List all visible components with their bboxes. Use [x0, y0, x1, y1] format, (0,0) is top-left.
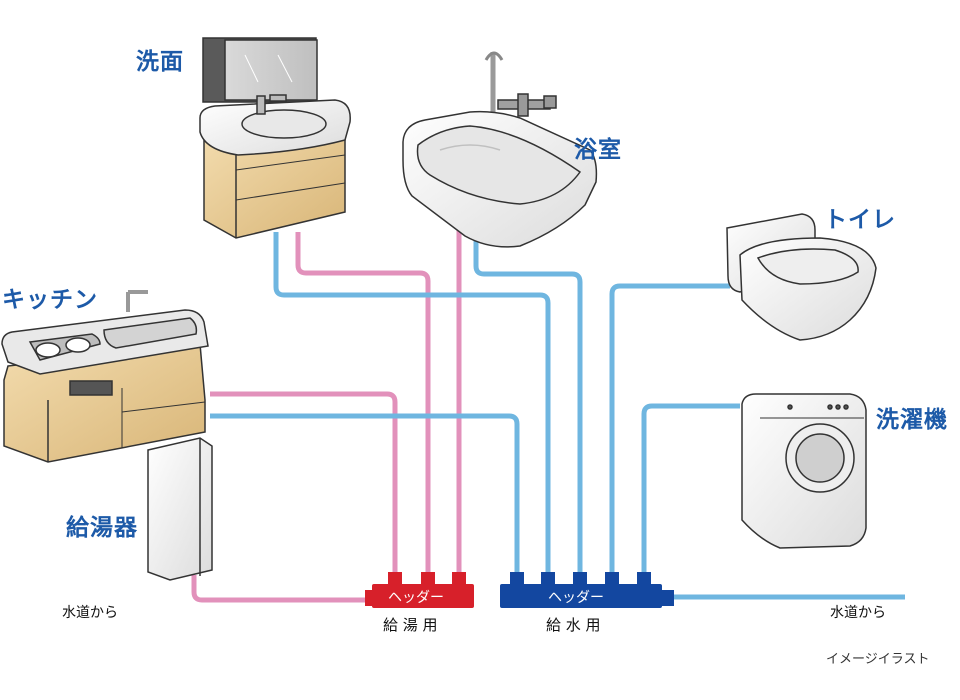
cold-pipe-bathroom — [473, 220, 583, 575]
toilet-illustration — [726, 213, 877, 341]
hot-pipe-kitchen — [210, 391, 398, 575]
bathtub-illustration — [402, 51, 598, 248]
cold-header-label: ヘッダー — [548, 590, 604, 606]
cold-pipe-toilet — [609, 283, 730, 575]
washing-machine-label: 洗濯機 — [876, 407, 948, 433]
hot-pipes — [191, 220, 462, 603]
washbasin-illustration — [199, 37, 351, 239]
cold-header-caption: 給 水 用 — [546, 616, 601, 634]
cold-pipe-kitchen — [210, 413, 520, 575]
cold-pipe-washer — [641, 403, 740, 575]
hot-header-caption: 給 湯 用 — [383, 616, 438, 634]
kitchen-illustration — [1, 290, 209, 463]
kitchen-label: キッチン — [2, 287, 98, 313]
toilet-label: トイレ — [824, 207, 896, 233]
water-heater-illustration — [147, 437, 213, 581]
water-supply-right-label: 水道から — [830, 605, 886, 621]
cold-pipes — [210, 220, 905, 600]
hot-pipe-heater — [191, 575, 370, 603]
hot-header — [365, 572, 474, 608]
washbasin-label: 洗面 — [136, 49, 184, 75]
cold-pipe-washbasin — [273, 232, 551, 575]
hot-header-label: ヘッダー — [388, 590, 444, 606]
bathroom-label: 浴室 — [574, 137, 622, 163]
cold-header — [500, 572, 674, 608]
water-supply-left-label: 水道から — [62, 605, 118, 621]
water-heater-label: 給湯器 — [66, 515, 138, 541]
illustration-note: イメージイラスト — [826, 652, 930, 667]
hot-pipe-washbasin — [295, 232, 431, 575]
washing-machine-illustration — [741, 393, 867, 549]
